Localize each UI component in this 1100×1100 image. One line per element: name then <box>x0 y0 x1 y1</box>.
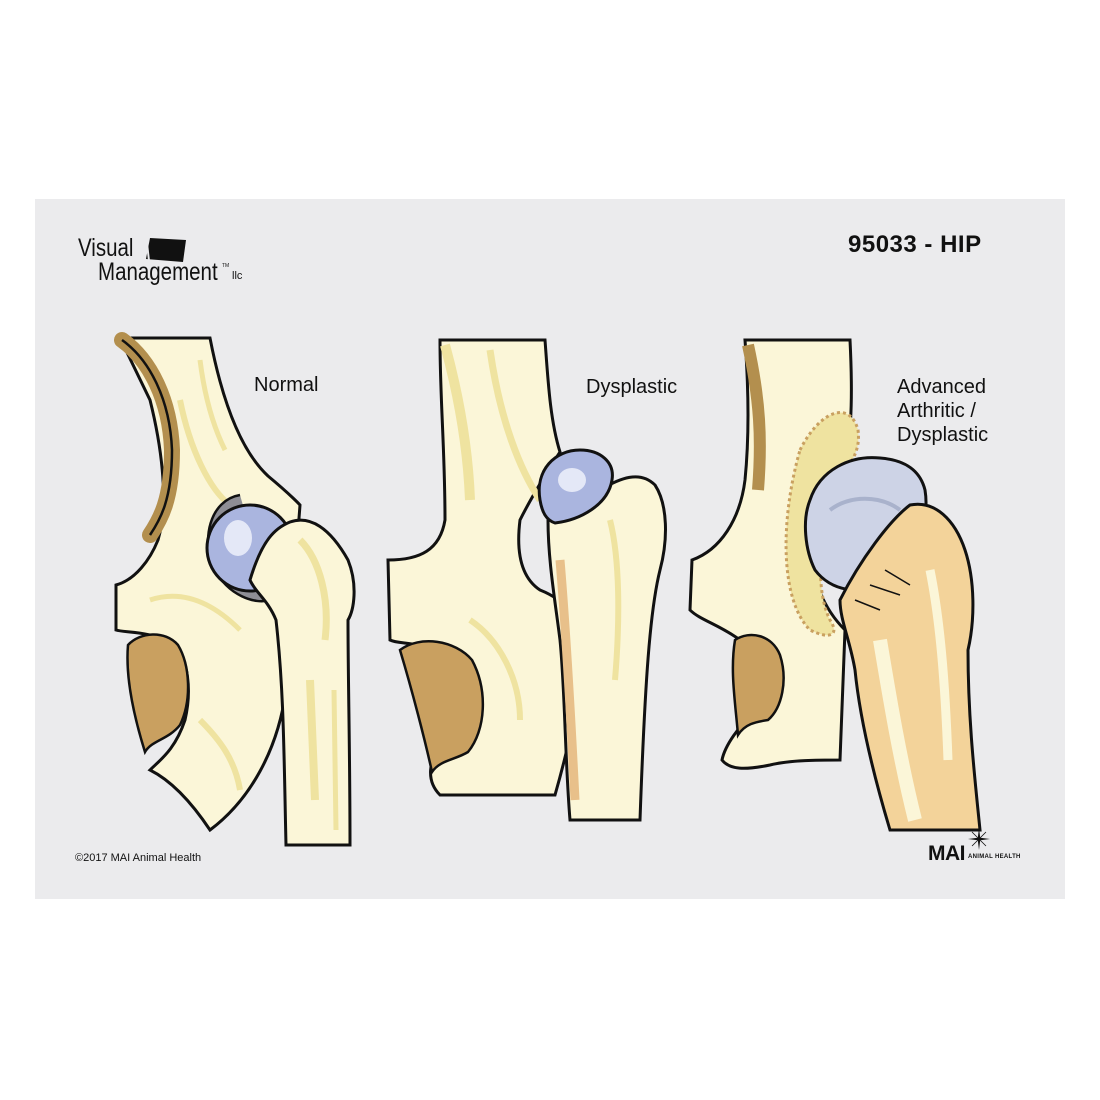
mai-logo-subtitle: ANIMAL HEALTH <box>968 854 1021 860</box>
panel-label-advanced-line1: Advanced <box>897 376 986 398</box>
dysplastic-hip-illustration <box>386 338 667 822</box>
copyright-text: ©2017 MAI Animal Health <box>75 852 202 864</box>
brand-trademark: TM <box>222 263 230 269</box>
mai-logo: MAI <box>928 842 966 865</box>
star-icon <box>968 828 990 850</box>
panel-label-advanced-line3: Dysplastic <box>897 424 989 446</box>
panel-label-advanced: Advanced Arthritic / Dysplastic <box>897 375 988 447</box>
advanced-arthritic-hip-illustration <box>688 338 982 832</box>
brand-name-line2: Management <box>98 258 218 286</box>
brand-name-line1: Visual <box>78 234 134 262</box>
brand-suffix: llc <box>232 270 243 282</box>
panel-label-advanced-line2: Arthritic / <box>897 400 976 422</box>
product-code: 95033 - HIP <box>848 231 982 258</box>
panel-label-normal: Normal <box>254 374 319 396</box>
visual-management-logo-mark <box>146 238 186 262</box>
panel-label-dysplastic: Dysplastic <box>586 376 678 398</box>
normal-hip-illustration <box>114 332 356 847</box>
